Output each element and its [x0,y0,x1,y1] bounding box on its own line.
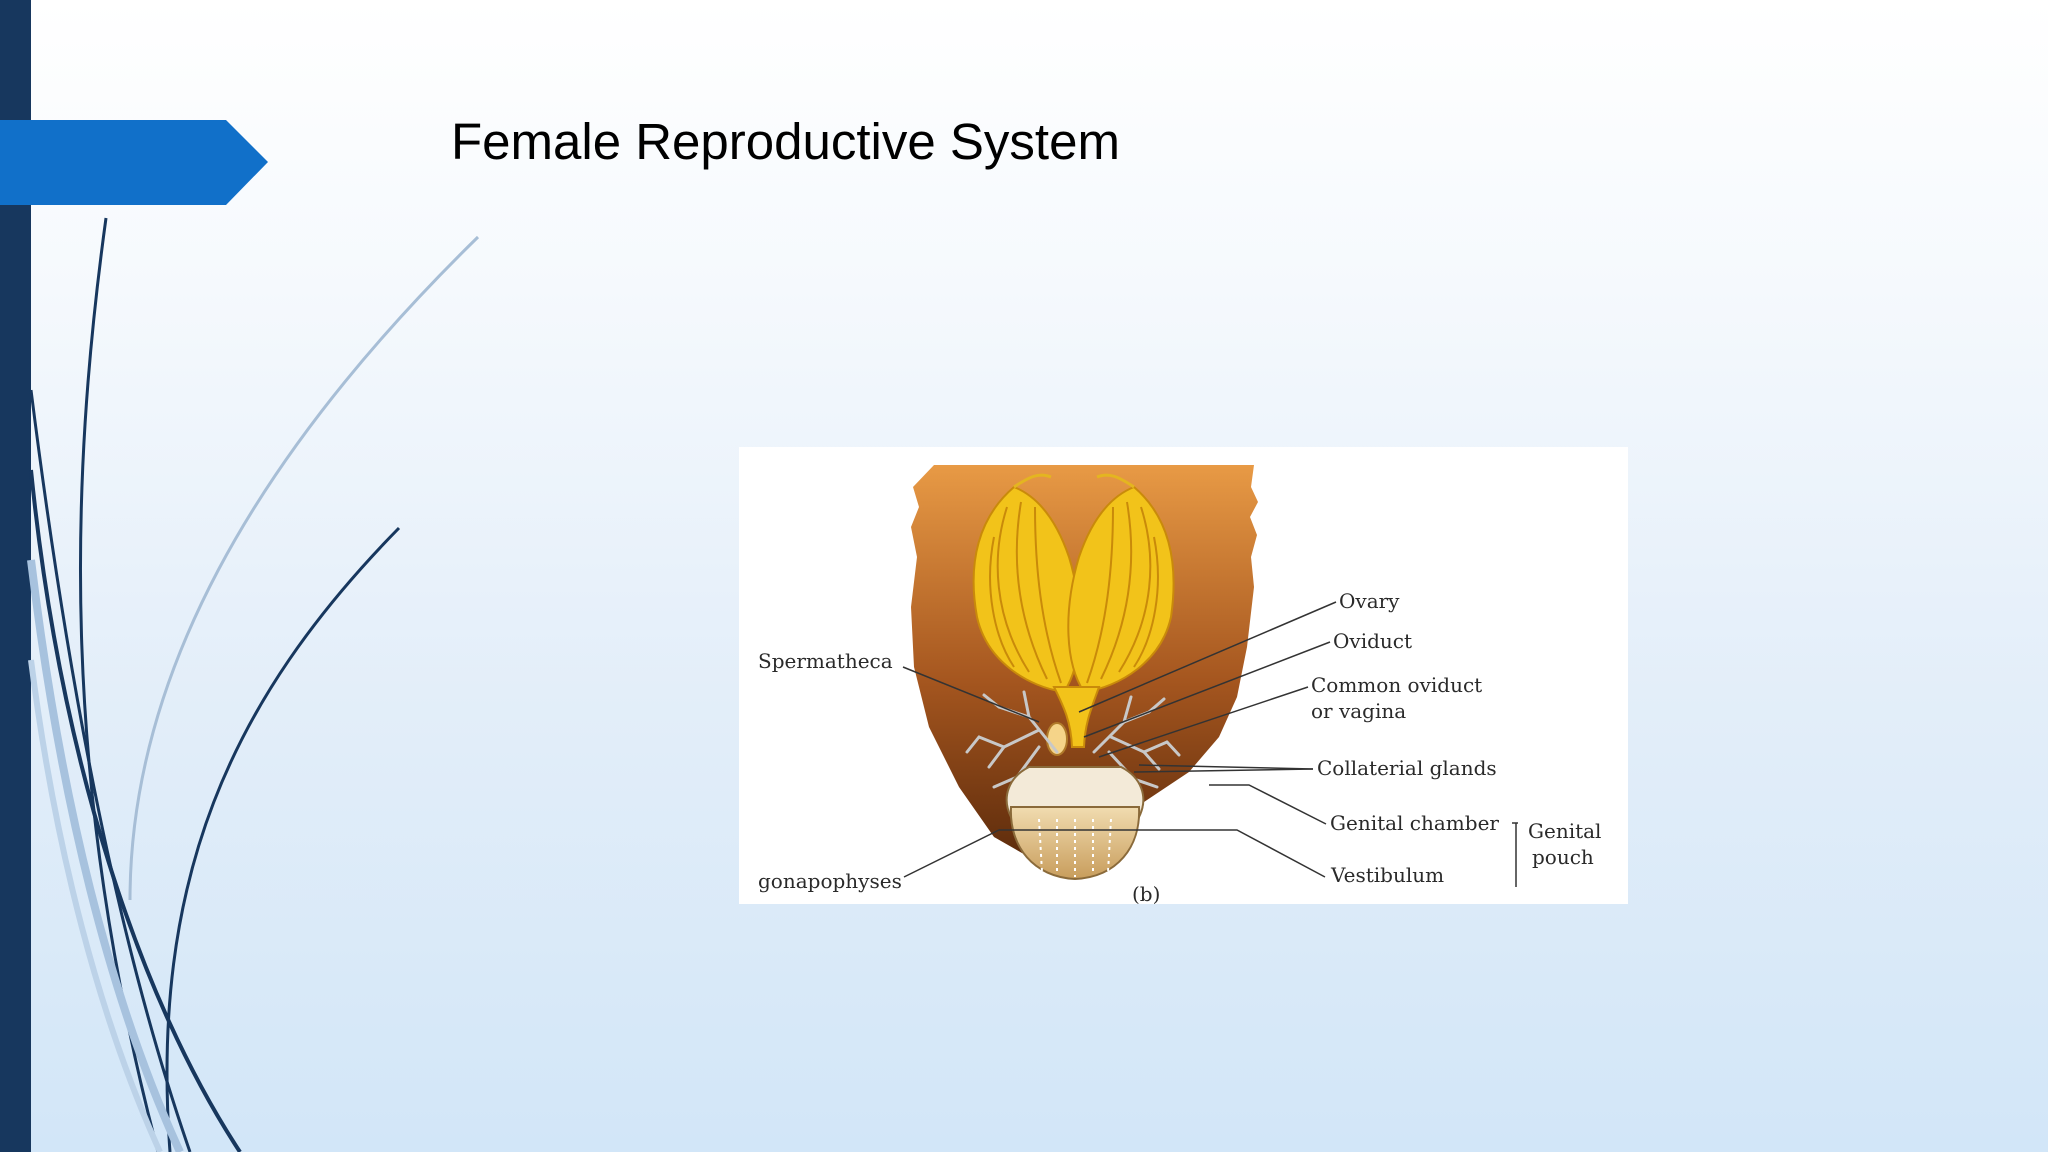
label-panel-b: (b) [1132,882,1160,904]
label-collaterial-glands: Collaterial glands [1317,756,1497,780]
pouch-dots [1038,818,1112,877]
oviducts [1052,686,1101,748]
label-common-oviduct: Common oviduct [1311,673,1482,697]
label-ovary: Ovary [1339,589,1400,613]
label-vestibulum: Vestibulum [1330,863,1444,887]
left-ovary [972,473,1081,694]
reproductive-system-figure: Ovary Oviduct Common oviduct or vagina C… [739,447,1628,904]
title-arrow-shape [0,120,268,205]
label-oviduct: Oviduct [1333,629,1412,653]
label-genital: Genital [1528,819,1601,843]
label-pouch: pouch [1532,845,1594,869]
right-ovary [1067,473,1175,694]
leader-lines [902,601,1518,887]
decorative-swooshes [27,217,480,1152]
label-or-vagina: or vagina [1311,699,1406,723]
figure-diagram: Ovary Oviduct Common oviduct or vagina C… [758,465,1601,904]
label-gonapophyses: gonapophyses [758,869,902,893]
label-genital-chamber: Genital chamber [1330,811,1499,835]
slide-title: Female Reproductive System [451,113,1120,170]
label-spermatheca: Spermatheca [758,649,893,673]
